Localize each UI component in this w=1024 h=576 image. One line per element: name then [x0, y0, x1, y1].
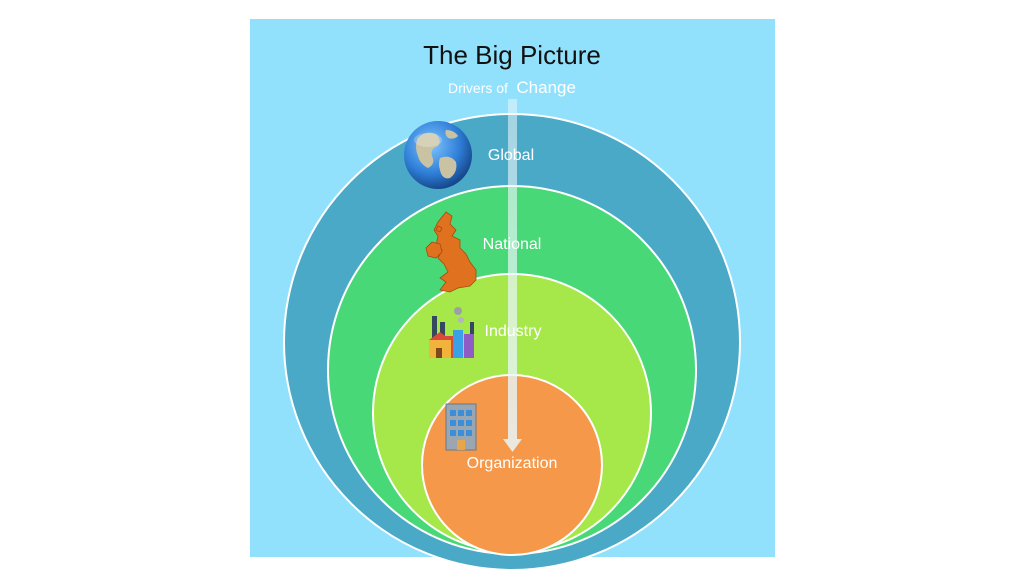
ring-label-national: National: [483, 236, 542, 253]
diagram-title: The Big Picture: [423, 40, 601, 70]
ring-label-global: Global: [488, 147, 534, 164]
drivers-label: Drivers of Change: [448, 78, 576, 97]
drivers-arrow: [503, 99, 522, 452]
ring-label-industry: Industry: [485, 323, 542, 340]
uk-map-icon: [425, 211, 477, 293]
ring-label-organization: Organization: [467, 455, 558, 472]
globe-icon: [404, 121, 472, 189]
factory-icon: [429, 307, 474, 358]
drivers-label-emphasis: Change: [516, 78, 576, 97]
drivers-label-prefix: Drivers of: [448, 80, 508, 96]
office-building-icon: [445, 403, 477, 451]
